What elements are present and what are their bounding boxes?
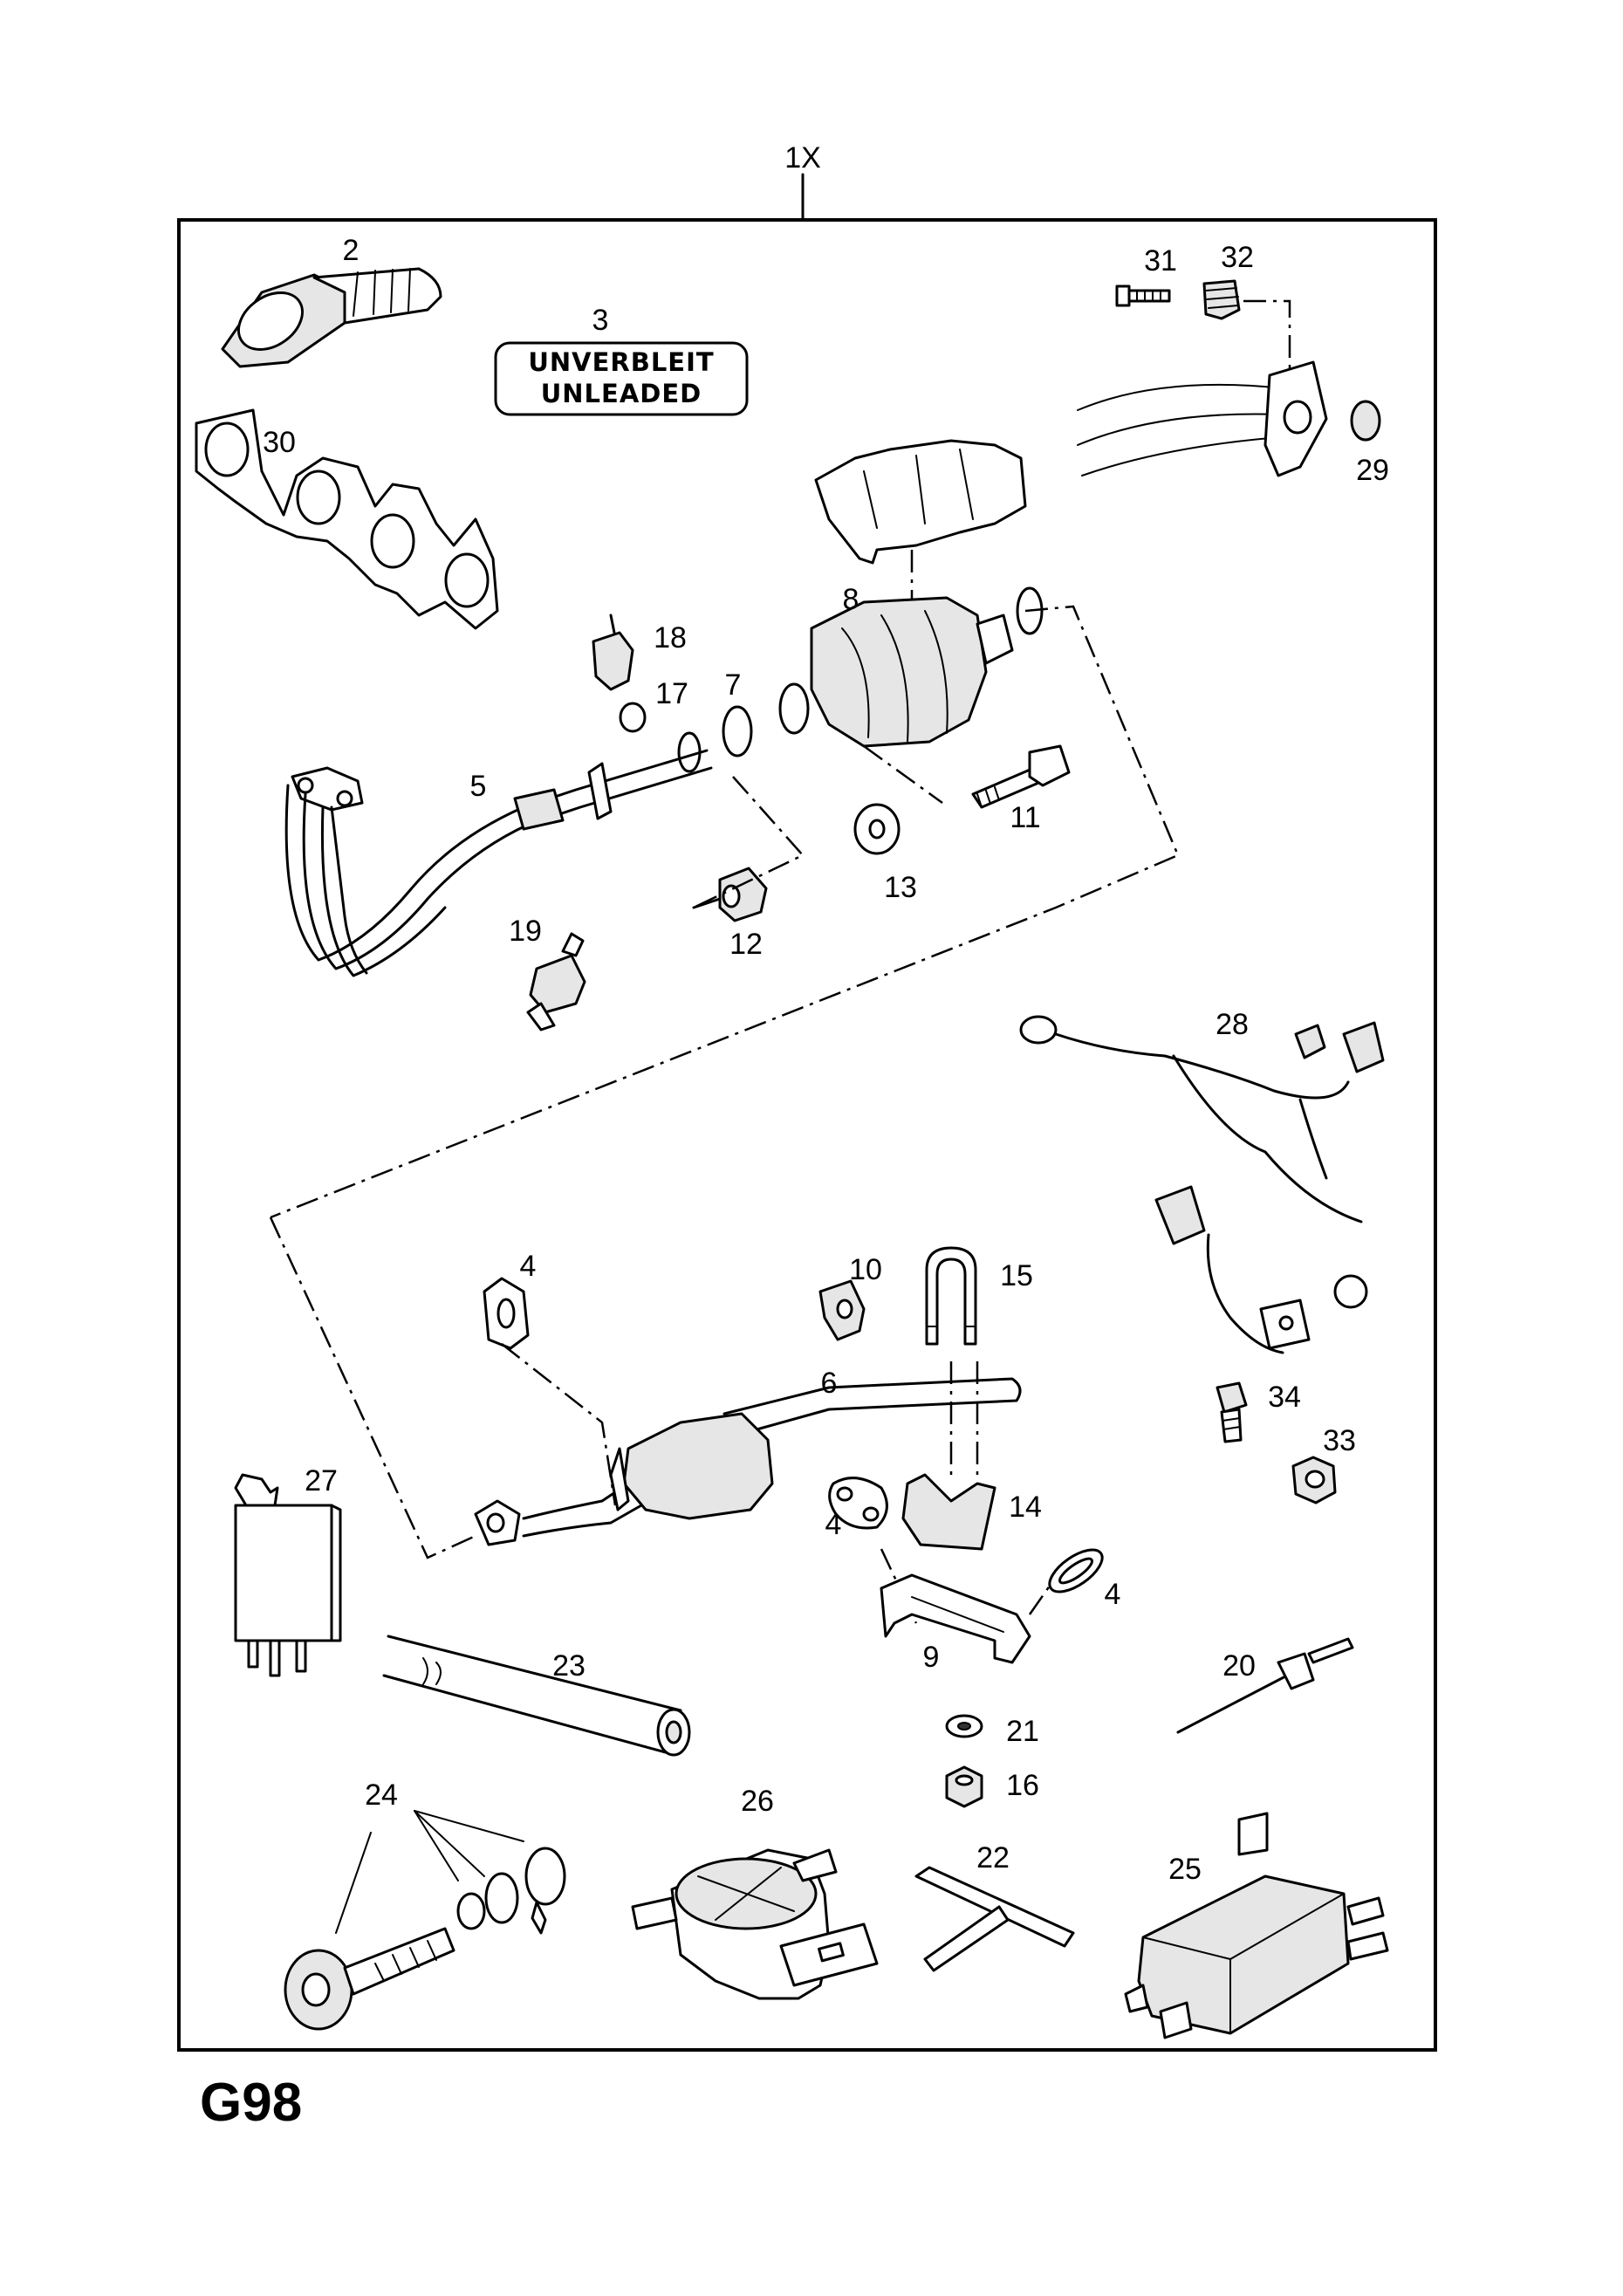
label-21: 21 [1006, 1715, 1039, 1748]
part-7-gasket [677, 682, 810, 773]
label-23: 23 [552, 1649, 586, 1683]
part-34-bolt [1216, 1381, 1248, 1443]
label-16: 16 [1006, 1769, 1039, 1802]
diagram-code: G98 [200, 2073, 302, 2133]
label-19: 19 [509, 915, 542, 948]
part-4-gasket-middle [828, 1477, 888, 1530]
part-29-pipe-outline [1077, 360, 1381, 477]
label-14: 14 [1009, 1491, 1042, 1524]
label-28: 28 [1216, 1008, 1249, 1041]
part-24-banjo-fitting [284, 1810, 566, 2031]
part-33-nut [1291, 1456, 1337, 1504]
part-17-clip [619, 702, 647, 733]
label-9: 9 [923, 1641, 940, 1674]
label-22: 22 [976, 1841, 1010, 1874]
label-30: 30 [263, 426, 296, 459]
label-3: 3 [592, 304, 609, 337]
part-4-gasket-right [1048, 1548, 1104, 1593]
part-28-wiring-harness [1019, 1015, 1385, 1354]
label-7: 7 [725, 668, 742, 702]
part-15-u-bolt [925, 1246, 977, 1346]
label-4-left: 4 [520, 1250, 537, 1283]
part-18-mount [592, 613, 634, 691]
kit-frame [177, 173, 1437, 2052]
label-6: 6 [821, 1367, 838, 1400]
part-30-manifold-gasket [195, 408, 499, 630]
part-25-valve [1124, 1812, 1389, 2039]
part-23-hose [382, 1635, 691, 1757]
label-8: 8 [843, 583, 859, 616]
part-22-t-connector [914, 1866, 1075, 1972]
label-15: 15 [1000, 1259, 1033, 1292]
part-3-unleaded-badge [494, 341, 749, 416]
label-32: 32 [1221, 241, 1254, 274]
label-12: 12 [729, 928, 763, 961]
label-33: 33 [1323, 1424, 1356, 1457]
label-29: 29 [1356, 454, 1389, 487]
part-8-catalytic-converter [810, 586, 1044, 748]
label-24: 24 [365, 1779, 398, 1812]
part-21-washer [945, 1714, 983, 1738]
part-2-boot [221, 267, 442, 368]
label-5: 5 [470, 770, 487, 803]
part-9-bracket [880, 1573, 1031, 1664]
heat-shield [814, 439, 1027, 611]
label-2: 2 [343, 234, 360, 267]
label-4-right: 4 [1105, 1578, 1121, 1611]
badge-text-line2: UNLEADED [541, 379, 702, 408]
part-19-sensor [526, 932, 586, 1031]
label-4-middle: 4 [825, 1508, 842, 1541]
part-16-nut [945, 1765, 983, 1808]
label-26: 26 [741, 1785, 774, 1818]
part-31-bolt [1115, 284, 1171, 307]
label-11: 11 [1010, 801, 1040, 834]
label-10: 10 [849, 1253, 882, 1286]
part-5-front-pipe [284, 749, 713, 977]
part-13-washer [853, 803, 901, 855]
label-25: 25 [1168, 1853, 1202, 1886]
label-20: 20 [1222, 1649, 1256, 1683]
part-27-relay [234, 1473, 342, 1677]
part-11-bolt [971, 744, 1071, 809]
label-34: 34 [1268, 1381, 1301, 1414]
part-32-grommet [1202, 279, 1241, 320]
label-31: 31 [1144, 244, 1177, 278]
kit-label: 1X [784, 141, 821, 175]
part-4-hanger-left [483, 1277, 530, 1350]
label-27: 27 [305, 1464, 338, 1498]
part-14-clamp [901, 1473, 996, 1551]
label-17: 17 [655, 677, 688, 710]
badge-text-line1: UNVERBLEIT [528, 347, 714, 377]
part-12-nut [692, 867, 768, 922]
label-18: 18 [654, 621, 687, 655]
label-13: 13 [884, 871, 917, 904]
part-6-rear-silencer [474, 1377, 1022, 1546]
part-26-pressure-regulator [631, 1848, 879, 2000]
part-20-rivet [1176, 1637, 1354, 1734]
part-10-rubber-mount [818, 1279, 866, 1341]
